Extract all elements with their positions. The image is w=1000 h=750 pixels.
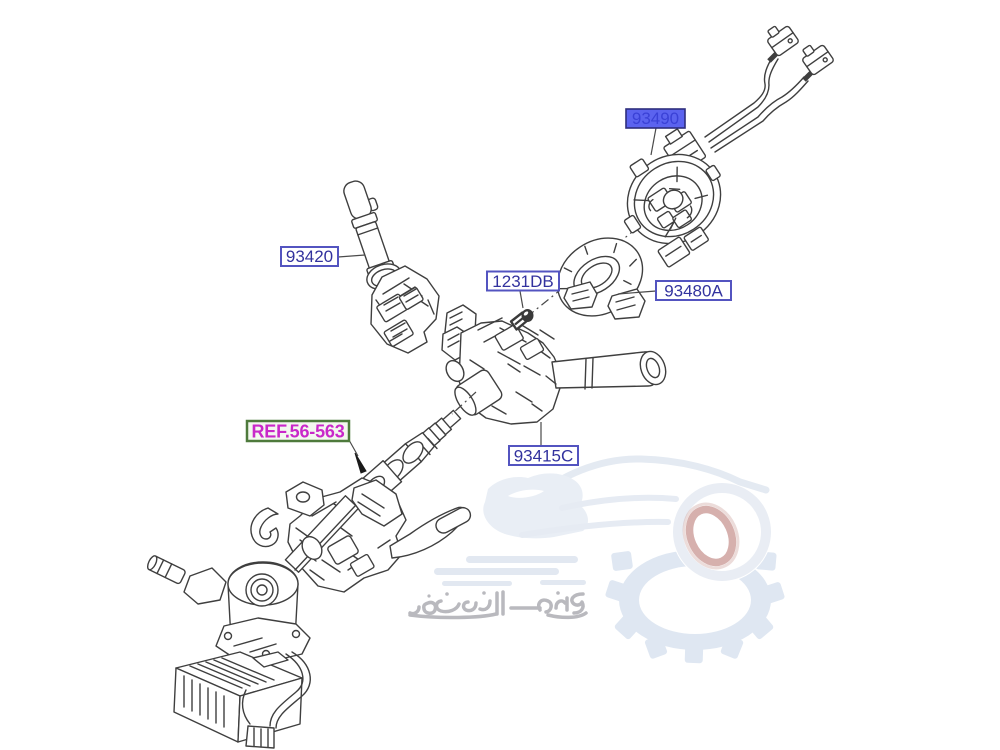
svg-text:93490: 93490: [632, 109, 679, 128]
svg-text:93415C: 93415C: [514, 447, 574, 466]
svg-text:1231DB: 1231DB: [492, 272, 553, 291]
svg-text:93480A: 93480A: [664, 282, 723, 301]
svg-text:REF.56-563: REF.56-563: [251, 422, 344, 442]
svg-text:93420: 93420: [286, 247, 333, 266]
